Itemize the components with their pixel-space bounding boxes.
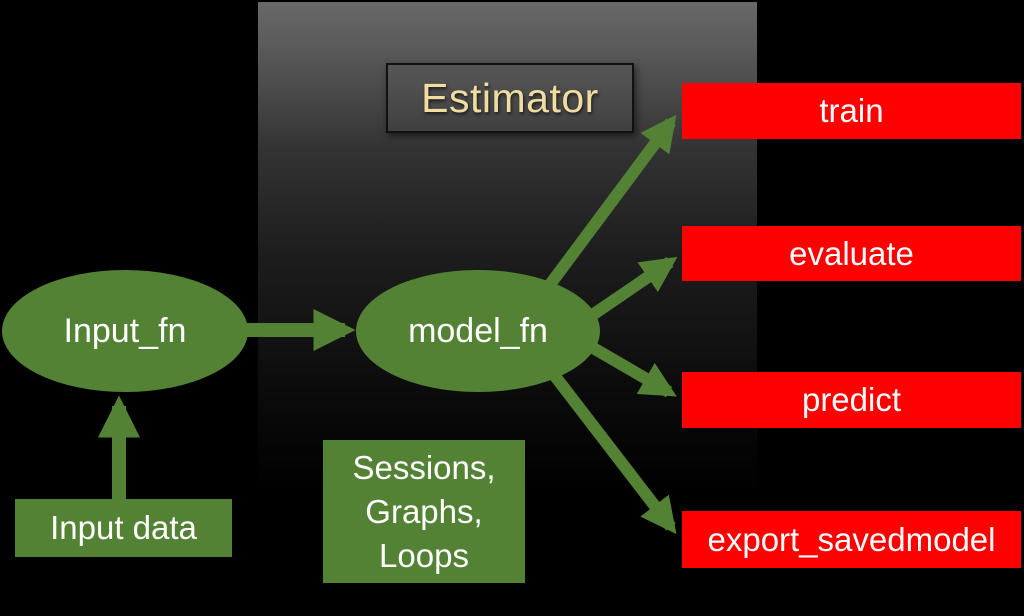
sessions-line-1: Sessions,	[352, 448, 496, 486]
output-train: train	[682, 83, 1021, 139]
model-fn-node: model_fn	[356, 270, 600, 392]
output-evaluate: evaluate	[682, 226, 1021, 281]
input-fn-label: Input_fn	[63, 311, 187, 350]
input-fn-node: Input_fn	[2, 270, 248, 392]
input-data-label: Input data	[50, 509, 197, 546]
input-data-node: Input data	[15, 499, 232, 557]
output-predict-label: predict	[801, 381, 902, 418]
sessions-graphs-loops-node: Sessions, Graphs, Loops	[323, 440, 525, 583]
estimator-title-box: Estimator	[386, 63, 634, 133]
model-fn-label: model_fn	[408, 311, 548, 350]
arrow-model-fn-to-predict	[584, 339, 677, 398]
output-export-savedmodel-label: export_savedmodel	[707, 520, 996, 558]
arrow-model-fn-to-evaluate	[584, 256, 678, 323]
arrow-model-fn-to-train	[535, 114, 677, 302]
sessions-line-3: Loops	[379, 536, 469, 574]
estimator-title: Estimator	[421, 74, 599, 121]
output-predict: predict	[682, 372, 1021, 428]
output-evaluate-label: evaluate	[789, 234, 914, 272]
output-export-savedmodel: export_savedmodel	[682, 511, 1021, 568]
arrow-model-fn-to-export	[543, 363, 677, 535]
sessions-line-2: Graphs,	[365, 492, 483, 530]
output-train-label: train	[819, 92, 884, 129]
